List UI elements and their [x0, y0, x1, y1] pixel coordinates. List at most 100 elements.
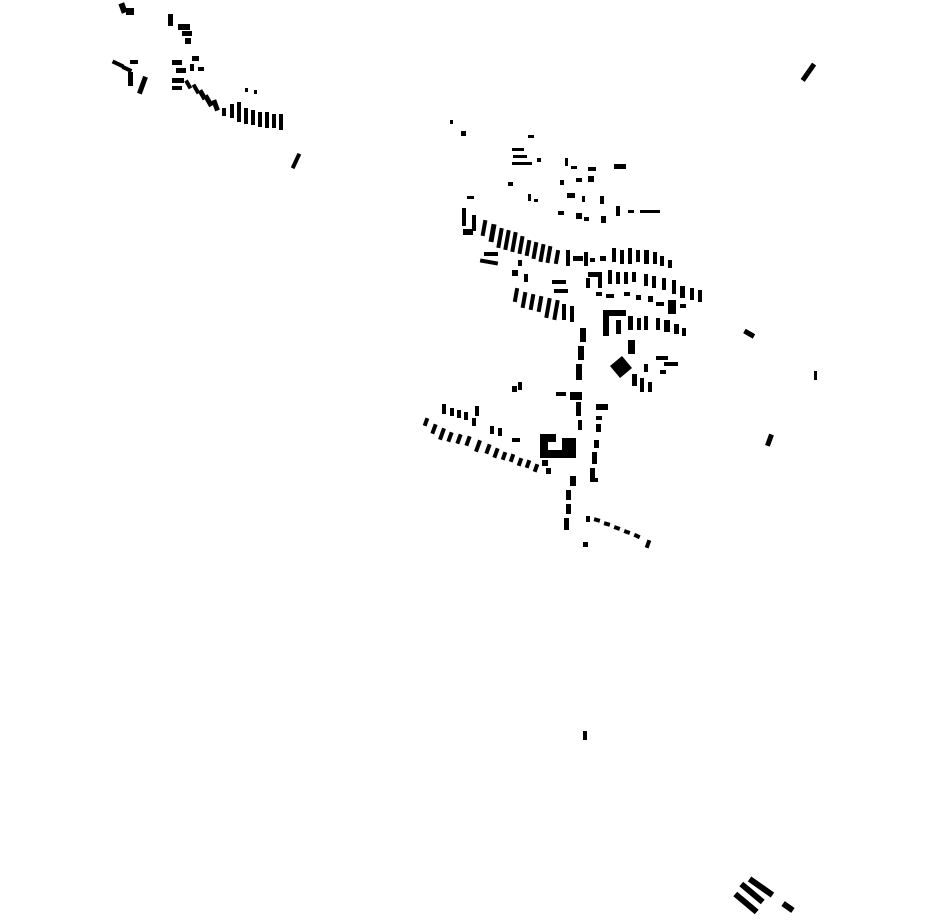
building	[450, 408, 454, 416]
building	[593, 517, 601, 523]
building	[222, 108, 226, 116]
building	[528, 293, 536, 311]
building	[628, 248, 632, 264]
building	[512, 287, 520, 303]
building	[588, 272, 602, 277]
building	[450, 120, 453, 124]
building	[624, 272, 628, 284]
building	[590, 258, 595, 262]
building	[244, 108, 248, 124]
building	[644, 274, 648, 286]
building	[567, 193, 575, 198]
building	[528, 135, 534, 138]
building	[540, 434, 576, 458]
building	[566, 490, 571, 500]
building	[640, 378, 644, 392]
building	[620, 250, 624, 264]
building	[512, 270, 518, 276]
building	[490, 426, 494, 434]
building	[455, 433, 463, 445]
building	[562, 304, 566, 320]
building	[586, 516, 590, 522]
building	[628, 210, 634, 213]
building	[674, 324, 679, 334]
building	[111, 59, 125, 69]
building	[442, 404, 446, 414]
building	[580, 328, 586, 342]
building	[254, 90, 257, 94]
building	[518, 260, 522, 266]
building	[137, 75, 148, 95]
building	[648, 296, 653, 302]
building	[613, 525, 621, 531]
building	[258, 112, 262, 127]
building	[500, 451, 508, 461]
building	[528, 194, 531, 201]
building	[544, 297, 552, 319]
building	[636, 250, 640, 262]
building	[498, 428, 502, 436]
building	[512, 386, 517, 392]
building	[126, 8, 134, 15]
building	[245, 88, 248, 92]
building	[603, 521, 611, 527]
building	[624, 292, 630, 296]
building	[512, 148, 524, 151]
building	[118, 2, 128, 14]
building	[610, 356, 632, 378]
building	[464, 412, 468, 420]
building	[130, 60, 138, 64]
building	[583, 731, 587, 740]
building	[508, 182, 513, 186]
building	[698, 290, 702, 302]
building	[583, 542, 588, 547]
building	[566, 250, 570, 266]
building	[660, 370, 666, 374]
building	[640, 210, 660, 213]
building	[739, 881, 765, 905]
building	[660, 256, 664, 266]
building	[552, 299, 560, 321]
building	[814, 371, 817, 380]
building	[446, 431, 454, 443]
building	[513, 155, 527, 158]
building	[472, 418, 476, 426]
building	[733, 891, 759, 915]
building	[564, 518, 569, 530]
building	[538, 243, 546, 263]
building	[185, 38, 191, 44]
building	[600, 196, 604, 204]
building	[176, 68, 186, 73]
building	[596, 416, 602, 420]
building	[512, 438, 520, 442]
building	[518, 382, 522, 390]
building	[590, 468, 595, 482]
building	[531, 241, 539, 260]
building	[524, 459, 532, 469]
building	[637, 318, 641, 330]
building	[743, 328, 756, 339]
building	[662, 278, 666, 290]
building	[172, 86, 182, 90]
building	[664, 362, 678, 366]
building	[588, 176, 594, 182]
building	[668, 260, 672, 268]
building	[475, 406, 479, 416]
building	[628, 340, 635, 354]
building	[606, 294, 614, 298]
building	[198, 67, 204, 71]
building	[576, 178, 582, 182]
building	[182, 31, 192, 36]
building	[628, 316, 633, 330]
building	[632, 374, 637, 386]
building	[672, 280, 676, 294]
building	[644, 539, 652, 549]
building	[479, 258, 499, 266]
building	[576, 364, 582, 380]
building	[644, 316, 648, 330]
building	[668, 300, 676, 314]
building	[237, 102, 241, 122]
building	[576, 402, 581, 416]
building	[608, 270, 612, 284]
building	[508, 453, 516, 463]
